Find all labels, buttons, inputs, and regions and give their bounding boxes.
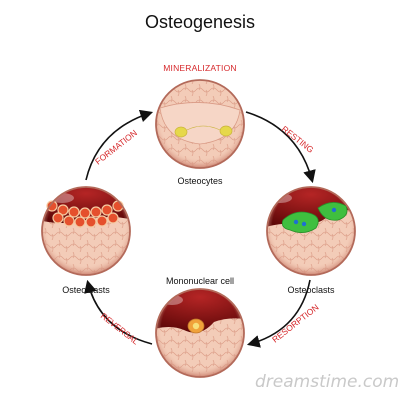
osteoblast-cells <box>46 200 124 228</box>
phase-label-resorption: RESORPTION <box>270 302 320 344</box>
label-osteoblasts: Osteoblasts <box>62 285 110 295</box>
mononuclear-cell-circle <box>155 288 245 378</box>
watermark: dreamstime.com <box>255 372 400 392</box>
osteoblasts-circle <box>41 186 131 276</box>
label-osteoclasts: Osteoclasts <box>287 285 335 295</box>
arrow-reversal-to-formation <box>84 279 153 345</box>
arrow-formation-to-mineralization <box>85 109 154 181</box>
osteoclast-cell <box>281 211 319 233</box>
osteocyte-cell <box>174 126 188 138</box>
osteocyte-cell <box>219 125 233 137</box>
label-mononuclear-cell: Mononuclear cell <box>165 276 235 286</box>
label-osteocytes: Osteocytes <box>177 176 223 186</box>
arrow-resorption-to-reversal <box>246 279 311 348</box>
phase-label-resting: RESTING <box>280 124 316 155</box>
phase-label-mineralization: MINERALIZATION <box>163 63 237 73</box>
arrow-mineralization-to-resting <box>245 111 316 184</box>
osteoclasts-circle <box>266 186 356 276</box>
osteocytes-circle <box>155 79 245 169</box>
phase-label-reversal: REVERSAL <box>99 311 141 347</box>
diagram-title: Osteogenesis <box>144 12 256 32</box>
